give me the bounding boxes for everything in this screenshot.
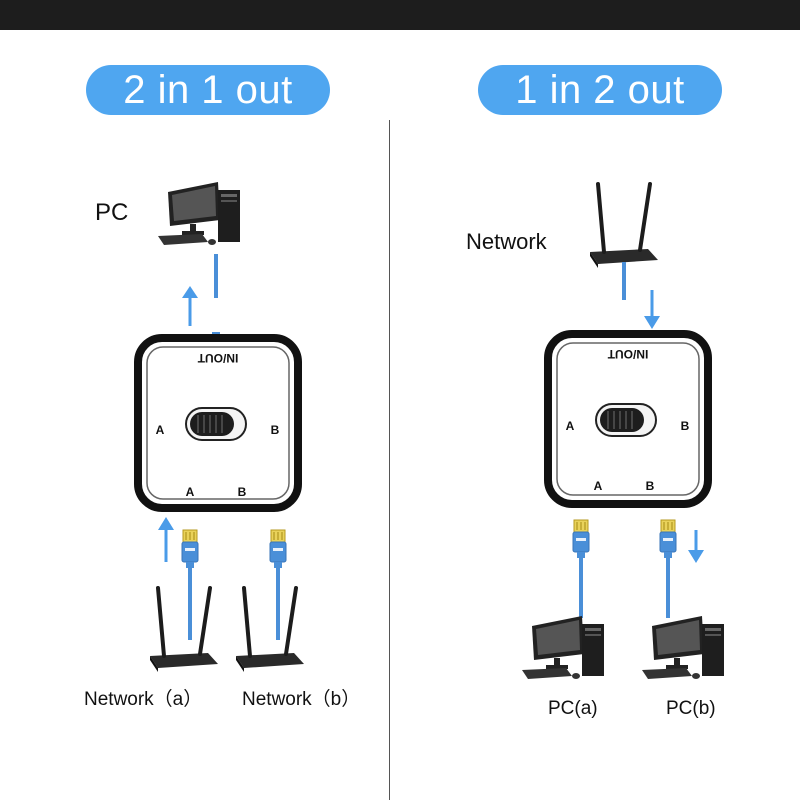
arrow-up-icon: [158, 517, 174, 562]
pc-a-label: PC(a): [548, 698, 598, 719]
network-label: Network: [466, 229, 547, 254]
box-top-label: IN/OUT: [607, 347, 648, 361]
pc-label: PC: [95, 199, 129, 226]
panel-divider: [389, 120, 390, 800]
network-b-label: Network（b）: [242, 689, 361, 710]
box-top-label: IN/OUT: [197, 351, 238, 365]
plug-network-a: [181, 529, 199, 569]
title-1-in-2-out: 1 in 2 out: [478, 65, 722, 115]
switch-box-right: IN/OUT A B A B: [548, 334, 708, 504]
pc-icon: [158, 182, 240, 245]
network-a-label: Network（a）: [84, 689, 203, 710]
router-icon: [588, 182, 660, 270]
plug-pc-b: [659, 519, 677, 559]
box-bottom-b: B: [646, 479, 655, 493]
box-bottom-a: A: [594, 479, 603, 493]
top-bar: [0, 0, 800, 30]
box-side-b: B: [271, 423, 280, 437]
router-b-icon: [234, 586, 306, 674]
box-side-a: A: [566, 419, 575, 433]
box-side-b: B: [681, 419, 690, 433]
title-2-in-1-out: 2 in 1 out: [86, 65, 330, 115]
router-a-icon: [148, 586, 220, 674]
plug-network-b: [269, 529, 287, 569]
box-side-a: A: [156, 423, 165, 437]
arrow-down-icon: [688, 530, 704, 563]
box-bottom-a: A: [186, 485, 195, 499]
arrow-down-icon: [644, 290, 660, 329]
plug-pc-a: [572, 519, 590, 559]
box-bottom-b: B: [238, 485, 247, 499]
switch-box-left: IN/OUT A B A B: [138, 338, 298, 508]
arrow-up-icon: [182, 286, 198, 326]
pc-b-label: PC(b): [666, 698, 716, 719]
pc-b-icon: [642, 616, 724, 679]
pc-a-icon: [522, 616, 604, 679]
